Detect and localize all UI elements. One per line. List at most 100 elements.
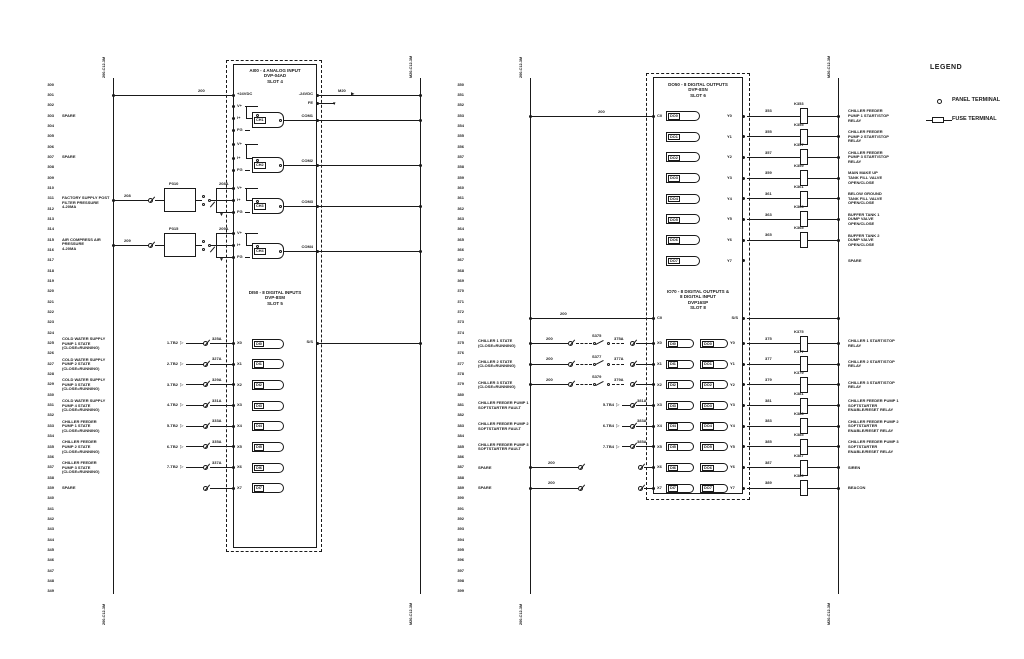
row-description: COLD WATER SUPPLY xyxy=(62,335,106,341)
row-description: SOFTSTARTER FAULT xyxy=(478,404,521,410)
wire xyxy=(808,487,838,489)
do-block xyxy=(700,339,728,348)
wire xyxy=(636,405,653,407)
line-number: 326 xyxy=(47,350,54,356)
circuit-description: RELAY xyxy=(848,138,862,144)
do-block-label: DO4 xyxy=(702,423,714,430)
do-block-label: DO2 xyxy=(702,382,714,389)
terminal-label: Y4 xyxy=(727,195,732,201)
di-block-label: DI5 xyxy=(668,444,678,451)
row-description: CHILLER FEEDER xyxy=(62,418,97,424)
wire xyxy=(186,425,205,427)
contact-point xyxy=(278,118,282,122)
module-terminal xyxy=(741,445,745,449)
fuse-tag: K359 xyxy=(794,163,804,169)
stub xyxy=(245,232,258,234)
di-block-label: DI5 xyxy=(254,444,264,451)
rail-tag: 200-C12-3M xyxy=(519,56,523,78)
wire xyxy=(747,218,800,220)
wire xyxy=(636,446,653,448)
wire xyxy=(530,363,568,365)
terminal-label: X5 xyxy=(657,443,662,449)
row-description: PUMP 3 STATE xyxy=(62,464,91,470)
circuit-description: SOFTSTARTER xyxy=(848,402,878,408)
wire xyxy=(155,199,164,201)
line-number: 337 xyxy=(47,464,54,470)
row-description: SPARE xyxy=(478,464,492,470)
wire xyxy=(808,115,838,117)
fuse-terminal xyxy=(800,356,808,373)
terminal-label: -24VDC xyxy=(298,91,313,96)
wire xyxy=(317,94,420,96)
do-block xyxy=(666,235,700,246)
channel-block xyxy=(252,243,284,259)
channel-block-label: CH2 xyxy=(254,162,266,169)
di-block-label: DI0 xyxy=(668,340,678,348)
line-number: 371 xyxy=(457,298,464,304)
wire-number: 200 xyxy=(546,335,553,341)
line-number: 384 xyxy=(457,433,464,439)
rail-junction xyxy=(836,383,840,387)
line-number: 317 xyxy=(47,257,54,263)
module-terminal xyxy=(741,197,745,201)
connector-tag: 7-TB4 xyxy=(602,443,614,449)
row-description: CHILLER 3 STATE xyxy=(478,379,513,385)
rail-junction xyxy=(836,197,840,201)
circuit-description: BUFFER TANK 2 xyxy=(848,232,880,238)
wire-number: 208A xyxy=(219,180,229,186)
do-block xyxy=(666,131,700,142)
circuit-description: SPARE xyxy=(848,257,862,263)
line-number: 336 xyxy=(47,453,54,459)
line-number: 368 xyxy=(457,267,464,273)
wire-number: 209A xyxy=(219,225,229,231)
wire xyxy=(216,211,233,213)
row-description: (CLOSE=RUNNING) xyxy=(62,365,100,371)
row-description: FILTER PRESSURE xyxy=(62,199,99,205)
row-description: (CLOSE=RUNNING) xyxy=(478,342,516,348)
stub xyxy=(245,211,250,213)
stub xyxy=(245,256,250,258)
contact-point xyxy=(201,202,205,206)
line-number: 357 xyxy=(457,153,464,159)
circuit-description: PUMP 2 START/STOP xyxy=(848,133,889,139)
terminal-label: X7 xyxy=(657,485,662,491)
terminal-label: Y2 xyxy=(727,154,732,160)
wire-number: 353 xyxy=(765,108,772,114)
wire xyxy=(210,467,233,469)
line-number: 351 xyxy=(457,91,464,97)
circuit-description: PUMP 1 START/STOP xyxy=(848,113,889,119)
line-number: 325 xyxy=(47,340,54,346)
connector-tag: 1-TB2 xyxy=(166,340,178,346)
wire xyxy=(284,119,317,121)
row-description: (CLOSE=RUNNING) xyxy=(62,427,100,433)
di-block xyxy=(666,359,694,369)
contact-point xyxy=(592,362,596,366)
wire-number: 385 xyxy=(765,439,772,445)
wire-number: M20 xyxy=(338,88,346,93)
stub xyxy=(245,143,258,145)
panel-terminal-icon xyxy=(937,99,942,104)
connector-tag: 4-TB2 xyxy=(166,402,178,408)
connector-flag-icon: ▷ xyxy=(180,381,184,387)
circuit-description: SIREN xyxy=(848,464,861,470)
stub xyxy=(245,188,247,200)
ai-module-slot: SLOT 4 xyxy=(267,78,283,84)
row-description: SOFTSTARTER FAULT xyxy=(478,446,521,452)
row-description: PRESSURE xyxy=(62,241,85,247)
do-block-label: DO2 xyxy=(668,154,680,162)
legend-fuse-terminal-label: FUSE TERMINAL xyxy=(952,116,997,122)
line-number: 331 xyxy=(47,402,54,408)
fuse-terminal xyxy=(800,397,808,414)
line-number: 308 xyxy=(47,164,54,170)
terminal-label: Y5 xyxy=(730,443,735,449)
wire xyxy=(808,198,838,200)
fuse-terminal xyxy=(800,232,808,249)
line-number: 356 xyxy=(457,143,464,149)
circuit-description: CHILLER FEEDER PUMP 1 xyxy=(848,397,899,403)
do-block xyxy=(666,193,700,204)
di-module-part: DVP-8SM xyxy=(264,295,285,301)
fuse-tag: K361 xyxy=(794,183,804,189)
fuse-terminal xyxy=(800,190,808,207)
line-number: 306 xyxy=(47,143,54,149)
